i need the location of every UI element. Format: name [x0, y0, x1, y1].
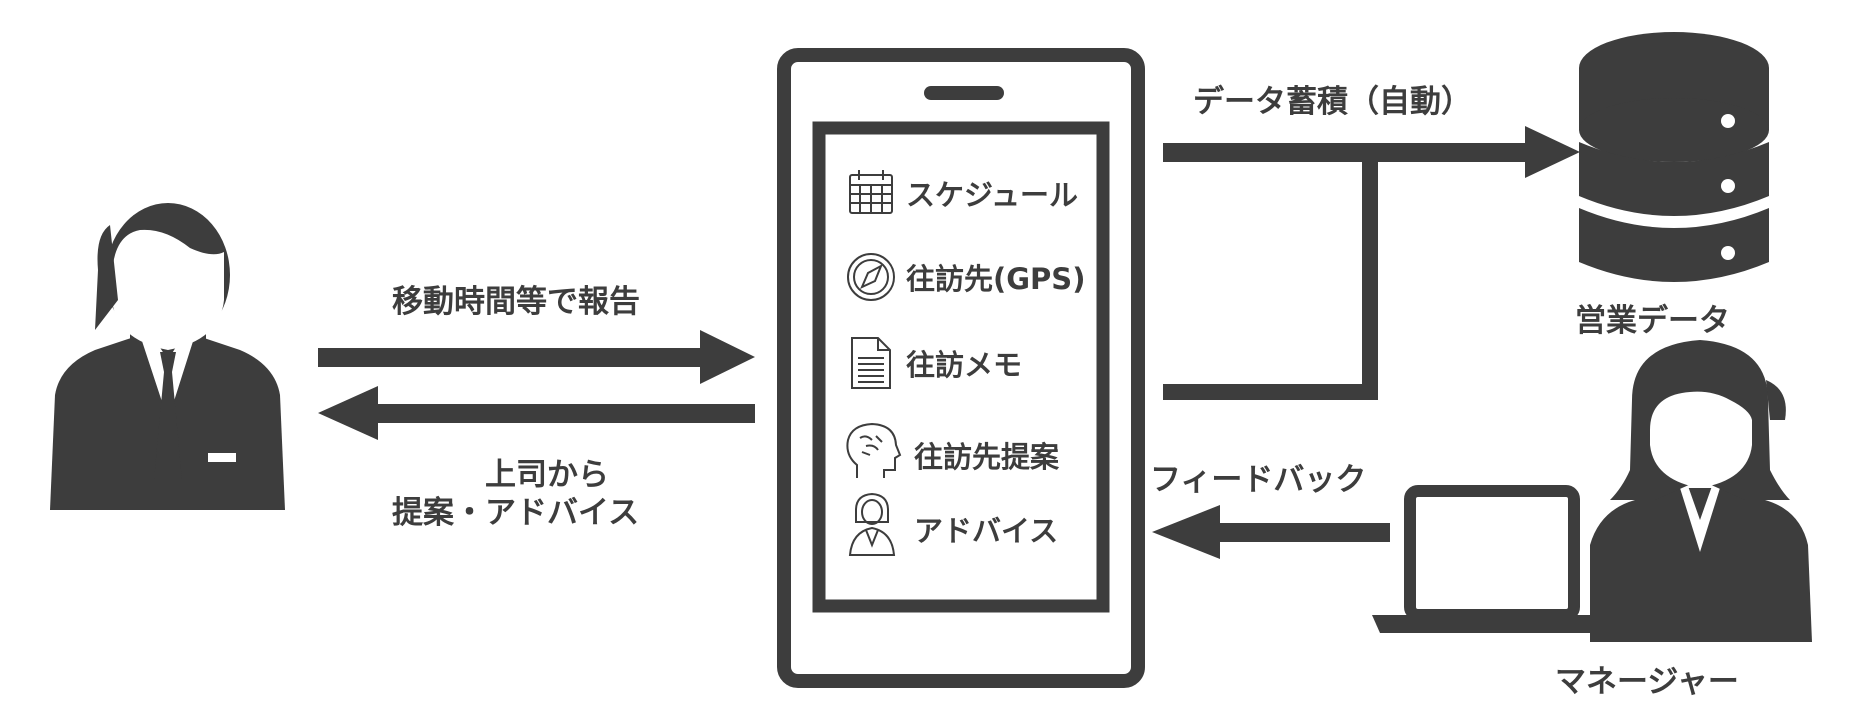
data-arrow	[1163, 126, 1580, 400]
compass-icon	[847, 253, 895, 301]
data-accumulation-label: データ蓄積（自動）	[1193, 84, 1472, 120]
menu-item-destination-gps[interactable]: 往訪先(GPS)	[898, 247, 1085, 307]
menu-item-label: アドバイス	[914, 514, 1059, 548]
report-arrow	[318, 330, 755, 384]
document-icon	[851, 337, 891, 389]
menu-item-label: 往訪先(GPS)	[906, 262, 1086, 296]
feedback-label: フィードバック	[1150, 462, 1367, 498]
woman-advisor-icon	[848, 492, 896, 556]
report-label: 移動時間等で報告	[392, 284, 640, 320]
laptop-icon	[1372, 485, 1610, 633]
advice-label-line2: 提案・アドバイス	[392, 495, 640, 531]
brain-icon	[846, 422, 902, 478]
database-icon	[1579, 32, 1769, 282]
smartphone-frame	[777, 48, 1145, 688]
manager-label: マネージャー	[1555, 664, 1739, 700]
menu-item-destination-suggestion[interactable]: 往訪先提案	[906, 425, 1059, 485]
menu-item-advice[interactable]: アドバイス	[906, 499, 1058, 559]
feedback-arrow	[1152, 505, 1390, 559]
manager-icon	[1590, 340, 1812, 642]
menu-item-label: 往訪先提案	[914, 440, 1060, 474]
sales-data-label: 営業データ	[1575, 303, 1730, 339]
menu-item-schedule[interactable]: スケジュール	[898, 163, 1078, 223]
menu-item-visit-memo[interactable]: 往訪メモ	[898, 333, 1022, 393]
calendar-icon	[849, 170, 893, 214]
advice-arrow	[318, 386, 755, 440]
phone-screen	[812, 121, 1110, 613]
salesman-icon	[50, 203, 285, 510]
phone-speaker	[924, 86, 1004, 100]
advice-label-line1: 上司から	[485, 457, 609, 493]
menu-item-label: 往訪メモ	[906, 348, 1023, 382]
menu-item-label: スケジュール	[906, 178, 1078, 212]
